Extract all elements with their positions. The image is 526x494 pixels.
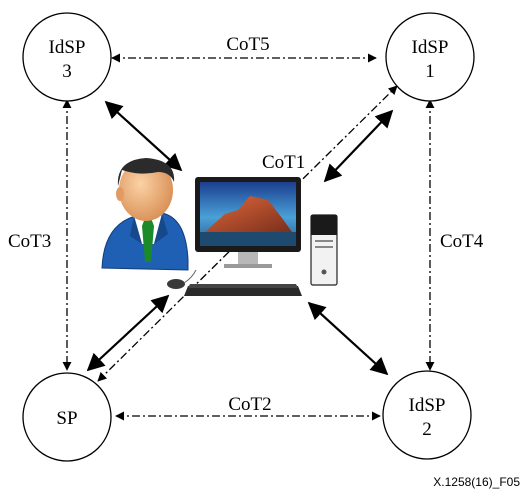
tower-icon <box>310 214 338 286</box>
node-sp-label: SP <box>56 408 77 429</box>
node-idsp3-line1: IdSP <box>49 37 86 58</box>
user-icon <box>101 158 189 271</box>
figure-id: X.1258(16)_F05 <box>433 475 520 489</box>
node-idsp2-line1: IdSP <box>409 395 446 416</box>
label-cot1: CoT1 <box>262 152 305 173</box>
node-idsp1-line2: 1 <box>425 61 435 82</box>
label-cot4: CoT4 <box>440 231 484 252</box>
node-idsp2-line2: 2 <box>422 419 432 440</box>
node-idsp3-line2: 3 <box>62 61 72 82</box>
arrow-sp-user <box>86 294 170 372</box>
monitor-icon <box>195 177 301 268</box>
label-cot3: CoT3 <box>8 231 51 252</box>
keyboard-icon <box>184 284 302 296</box>
node-idsp3: IdSP 3 <box>22 12 112 102</box>
node-sp: SP <box>22 372 112 462</box>
arrow-idsp2-pc <box>307 301 389 376</box>
mouse-icon <box>167 269 197 289</box>
node-idsp2: IdSP 2 <box>382 370 472 460</box>
node-idsp1: IdSP 1 <box>385 12 475 102</box>
arrow-idsp3-user <box>104 100 183 172</box>
arrow-idsp1-pc <box>323 109 394 183</box>
label-cot2: CoT2 <box>228 394 271 415</box>
label-cot5: CoT5 <box>226 34 269 55</box>
node-idsp1-line1: IdSP <box>412 37 449 58</box>
